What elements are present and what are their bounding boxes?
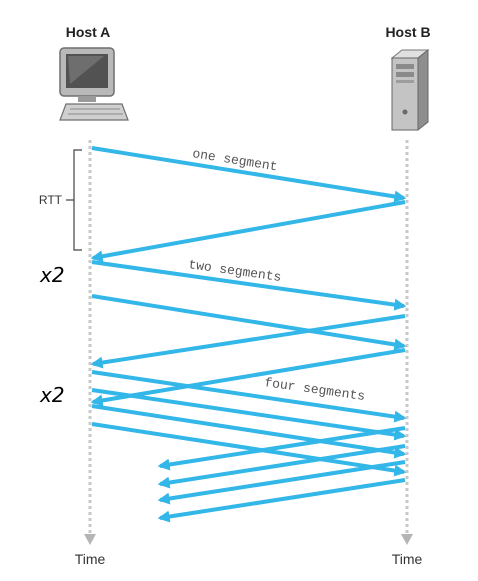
ack-arrow <box>157 478 406 523</box>
ack-arrow <box>157 444 406 489</box>
host-b-time-arrowhead <box>401 534 413 545</box>
segment-arrow <box>91 388 407 441</box>
host-a-time-arrowhead <box>84 534 96 545</box>
handwritten-x2-first: x2 <box>39 263 65 287</box>
rtt-bracket <box>73 149 82 251</box>
segment-arrow <box>91 260 407 311</box>
ack-arrow <box>90 348 406 407</box>
segment-arrow <box>91 422 407 477</box>
ack-arrow <box>90 314 406 369</box>
host-b-time-label: Time <box>392 551 423 567</box>
ack-arrow <box>90 200 406 263</box>
segment-arrow <box>91 370 407 423</box>
desktop-computer-icon <box>59 47 129 121</box>
ack-arrow <box>157 460 406 505</box>
server-tower-icon <box>390 48 430 132</box>
segment-arrow <box>91 146 407 203</box>
segment-arrow <box>91 404 407 459</box>
segment-arrow <box>91 294 407 351</box>
host-a-label: Host A <box>66 24 111 40</box>
handwritten-x2-second: x2 <box>39 383 65 407</box>
ack-arrow <box>157 426 406 471</box>
rtt-label: RTT <box>39 193 63 207</box>
host-a-time-label: Time <box>75 551 106 567</box>
host-b-label: Host B <box>385 24 430 40</box>
